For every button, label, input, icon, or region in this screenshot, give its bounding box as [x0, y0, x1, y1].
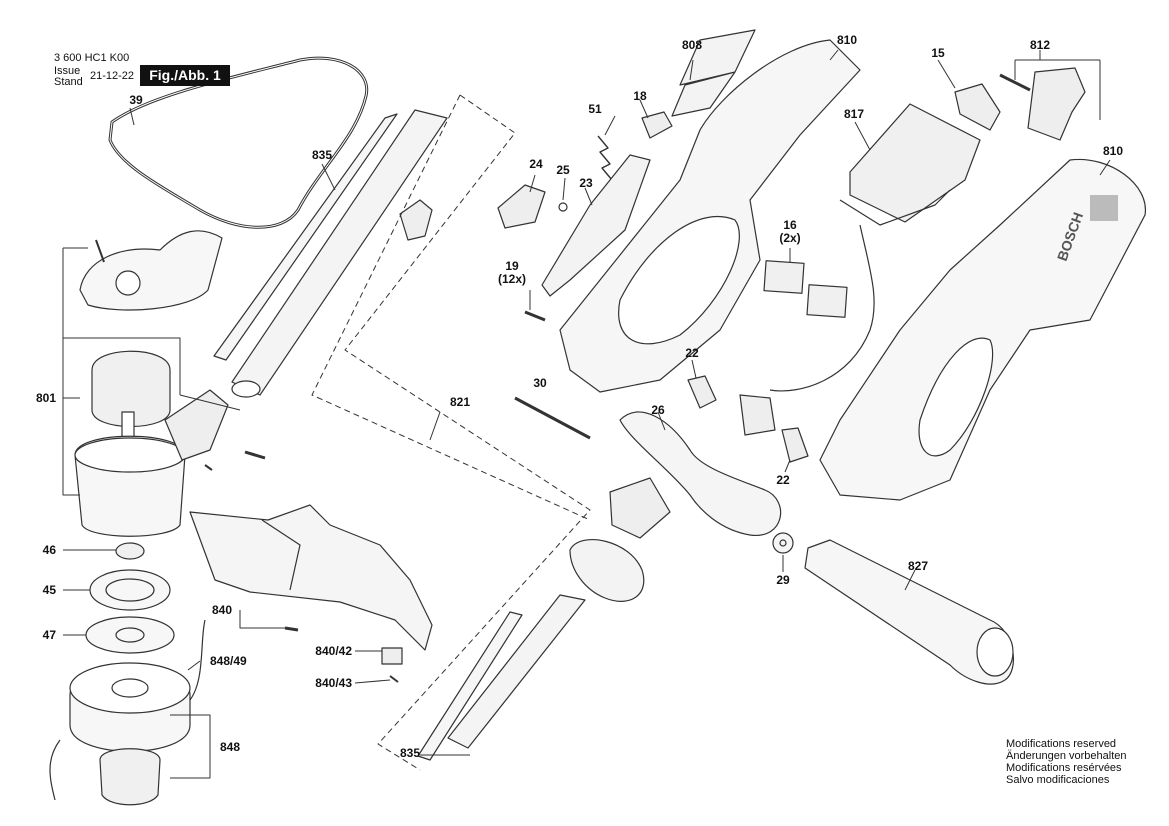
callout-821: 821: [449, 395, 471, 409]
part-801-motor: [91, 350, 171, 428]
part-46: [115, 542, 145, 560]
part-808-label: [671, 29, 756, 117]
part-25: [558, 202, 568, 212]
callout-827: 827: [907, 559, 929, 573]
callout-22-lower: 22: [776, 473, 790, 487]
callout-46: 46: [42, 543, 56, 557]
issue-label: Issue: [54, 65, 81, 77]
part-821-upper-tube: [231, 109, 448, 396]
figure-badge: Fig./Abb. 1: [140, 65, 230, 86]
callout-801: 801: [35, 391, 56, 405]
part-16a: [763, 260, 805, 294]
callout-848-49: 848/49: [210, 654, 247, 668]
part-848-49-line: [49, 619, 206, 801]
part-18: [641, 111, 673, 139]
note-line: Änderungen vorbehalten: [1006, 750, 1127, 762]
part-24-button: [497, 184, 546, 229]
part-840-guard: [189, 504, 433, 651]
part-817-electronics: [849, 103, 981, 223]
callout-817: 817: [843, 107, 865, 121]
callout-18: 18: [633, 89, 647, 103]
callout-19: 19: [505, 259, 519, 273]
part-45: [89, 569, 171, 611]
callout-810-right: 810: [1102, 144, 1124, 158]
part-47: [85, 616, 175, 654]
part-22a: [687, 375, 717, 409]
callout-840-42: 840/42: [315, 644, 352, 658]
callout-47: 47: [42, 628, 56, 642]
note-line: Modifications reserved: [1006, 738, 1117, 750]
callout-24: 24: [529, 157, 543, 171]
modifications-note: Modifications reserved Änderungen vorbeh…: [1006, 738, 1126, 786]
callout-45: 45: [42, 583, 56, 597]
note-line: Modifications resérvées: [1006, 762, 1122, 774]
part-23-lever: [541, 154, 651, 297]
callout-808: 808: [681, 38, 703, 52]
callout-19-qty: (12x): [497, 272, 527, 286]
part-821-assembly-outline: [344, 94, 591, 771]
callout-26: 26: [651, 403, 665, 417]
part-26-handle: [619, 411, 782, 536]
callout-835-upper: 835: [311, 148, 333, 162]
part-15: [954, 83, 1001, 131]
callout-848: 848: [220, 740, 241, 754]
stand-label: Stand: [54, 76, 83, 88]
callout-23: 23: [579, 176, 593, 190]
part-827-grip: [804, 539, 1014, 685]
part-51-spring: [597, 135, 613, 181]
callout-15: 15: [931, 46, 945, 60]
part-22b: [781, 427, 809, 463]
callout-16-qty: (2x): [779, 231, 801, 245]
note-line: Salvo modificaciones: [1006, 774, 1110, 786]
part-835-lower-strip: [417, 611, 523, 761]
callout-810-left: 810: [836, 33, 858, 47]
part-29-washer: [772, 532, 794, 554]
part-shaft-coupler: [569, 539, 645, 602]
callout-16: 16: [783, 218, 797, 232]
callout-29: 29: [776, 573, 790, 587]
part-812: [1027, 67, 1086, 141]
document-number: 3 600 HC1 K00: [54, 52, 130, 64]
part-810-right-housing: [819, 158, 1146, 501]
callout-30: 30: [533, 376, 547, 390]
callout-835-lower: 835: [399, 746, 421, 760]
part-30-screw: [514, 396, 591, 440]
callout-812: 812: [1029, 38, 1051, 52]
part-801-cover: [79, 230, 223, 311]
callout-22-upper: 22: [685, 346, 699, 360]
part-821-lower-tube: [447, 594, 586, 749]
part-adapter: [609, 477, 671, 539]
callout-39: 39: [129, 93, 143, 107]
part-16b: [806, 284, 848, 318]
callout-25: 25: [556, 163, 570, 177]
part-tube-clip: [399, 199, 433, 241]
callout-51: 51: [588, 102, 602, 116]
callout-840-43: 840/43: [315, 676, 352, 690]
part-835-upper-strip: [213, 113, 398, 361]
callout-840: 840: [211, 603, 233, 617]
issue-date: 21-12-22: [90, 70, 135, 82]
